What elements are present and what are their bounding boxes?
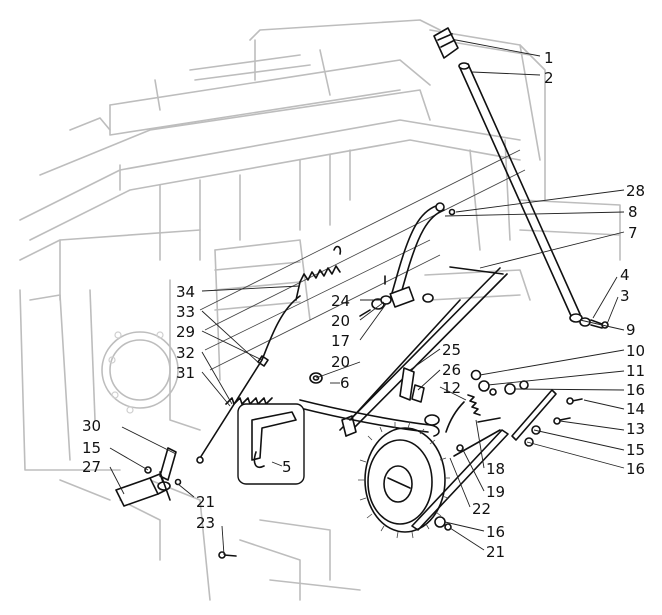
callout-26: 26 — [442, 361, 461, 379]
callout-4: 4 — [620, 266, 630, 284]
callout-23: 23 — [196, 514, 215, 532]
callout-11: 11 — [626, 362, 645, 380]
lower-arm — [299, 399, 465, 437]
callout-16-lower: 16 — [486, 523, 505, 541]
hub-assembly — [359, 275, 434, 317]
spring-rod-right — [453, 394, 501, 457]
callout-33: 33 — [176, 303, 195, 321]
callout-15-left: 15 — [82, 439, 101, 457]
detail-inset — [237, 403, 305, 485]
callout-13: 13 — [626, 420, 645, 438]
callout-16-upper: 16 — [626, 381, 645, 399]
bolt-14 — [566, 397, 583, 405]
callout-18: 18 — [486, 460, 505, 478]
callout-29: 29 — [176, 323, 195, 341]
callout-21-lower: 21 — [486, 543, 505, 561]
callout-22: 22 — [472, 500, 491, 518]
handle-grip — [433, 27, 459, 59]
callout-21-left: 21 — [196, 493, 215, 511]
callout-16-right: 16 — [626, 460, 645, 478]
callout-30: 30 — [82, 417, 101, 435]
bracket-13-16 — [511, 389, 571, 447]
callout-1: 1 — [544, 49, 554, 67]
callout-12: 12 — [442, 379, 461, 397]
callout-3: 3 — [620, 287, 630, 305]
callout-27: 27 — [82, 458, 101, 476]
callout-17: 17 — [331, 332, 350, 350]
callout-20-lower: 20 — [331, 353, 350, 371]
callout-19: 19 — [486, 483, 505, 501]
callout-28: 28 — [626, 182, 645, 200]
callout-10: 10 — [626, 342, 645, 360]
lever-rod — [458, 62, 583, 323]
callout-31: 31 — [176, 364, 195, 382]
callout-34: 34 — [176, 283, 195, 301]
callout-5: 5 — [282, 458, 292, 476]
callout-14: 14 — [626, 400, 645, 418]
callout-9: 9 — [626, 321, 636, 339]
right-washers — [470, 369, 529, 396]
callout-32: 32 — [176, 344, 195, 362]
spring-lower — [225, 397, 273, 405]
curved-bracket — [389, 202, 456, 305]
lower-left-bracket — [115, 447, 237, 559]
callout-6: 6 — [340, 374, 350, 392]
guide-rails — [199, 149, 526, 371]
leader-lines — [109, 39, 625, 556]
callout-25: 25 — [442, 341, 461, 359]
callout-labels: 1 2 28 8 7 4 3 9 10 11 16 14 13 15 16 34… — [82, 49, 645, 561]
callout-2: 2 — [544, 69, 554, 87]
callout-8: 8 — [628, 203, 638, 221]
callout-7: 7 — [628, 224, 638, 242]
callout-15-right: 15 — [626, 441, 645, 459]
machine-outline — [19, 19, 621, 601]
bracket-plate — [349, 299, 461, 421]
sprocket-wheel — [358, 421, 450, 539]
spring-upper — [295, 245, 342, 301]
callout-24: 24 — [331, 292, 350, 310]
callout-20-upper: 20 — [331, 312, 350, 330]
